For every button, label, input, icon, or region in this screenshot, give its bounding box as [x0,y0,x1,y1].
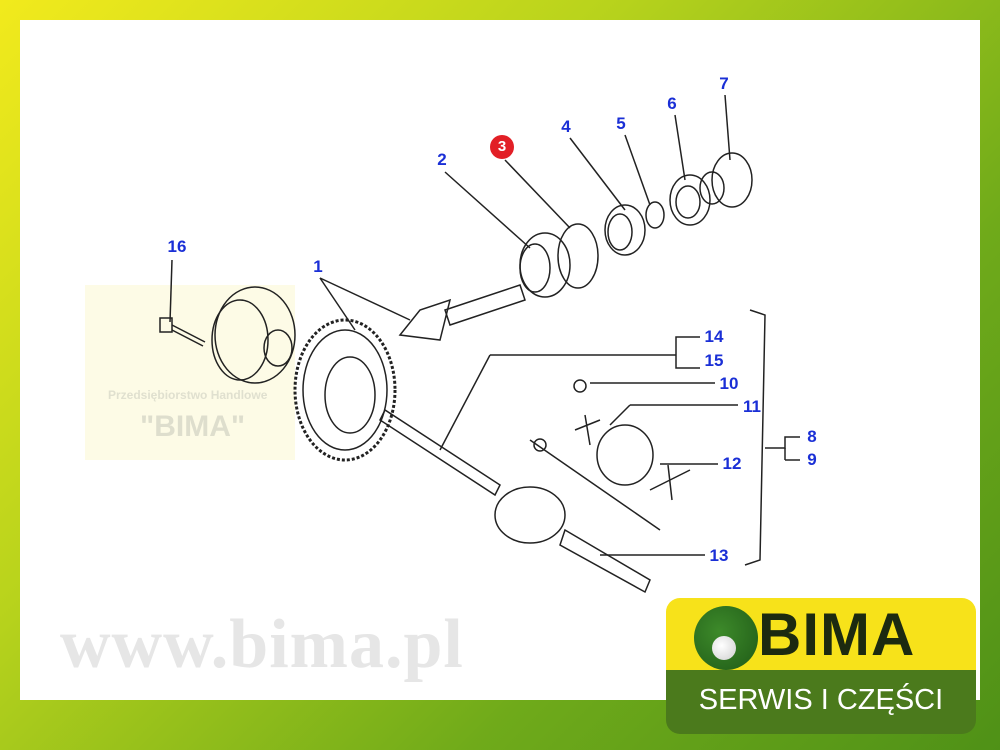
logo-bottom-band [666,670,976,734]
watermark-box [85,285,295,460]
part-label-13[interactable]: 13 [709,546,729,565]
part-label-9[interactable]: 9 [807,450,817,469]
bima-logo: BIMA SERWIS I CZĘŚCI [666,598,976,736]
watermark-url: www.bima.pl [60,606,464,683]
part-label-6[interactable]: 6 [667,94,677,113]
axle-shaft-part-8 [379,408,651,594]
bolt-part-16 [159,317,206,347]
part-label-12[interactable]: 12 [722,454,742,473]
part-label-16[interactable]: 16 [167,237,187,256]
logo-white-ball-icon [712,636,736,660]
pinion-shaft-part-1 [398,284,526,341]
part-label-7[interactable]: 7 [719,74,729,93]
part-label-4[interactable]: 4 [561,117,571,136]
bearing-part-4 [604,204,646,256]
part-label-1[interactable]: 1 [313,257,323,276]
shim-part-3 [557,223,599,289]
part-label-14[interactable]: 14 [704,327,724,346]
cross-part-12 [574,414,691,501]
nut-part-6 [669,174,711,226]
circlip-part-10 [533,379,587,452]
logo-name: BIMA [758,601,916,668]
bearing-part-2 [519,232,571,298]
part-label-5[interactable]: 5 [616,114,626,133]
watermark-company-line: Przedsiębiorstwo Handlowe [108,388,268,402]
part-label-3-highlighted[interactable]: 3 [490,135,514,159]
differential-housing [211,286,296,384]
ring-part-5 [645,201,665,229]
part-label-11[interactable]: 11 [743,397,761,416]
ring-gear-part-1 [293,318,397,462]
cap-part-7 [699,152,753,208]
part-label-15[interactable]: 15 [704,351,724,370]
part-label-10[interactable]: 10 [719,374,739,393]
leader-lines [169,94,800,566]
part-label-8[interactable]: 8 [807,427,817,446]
watermark-company-name: "BIMA" [140,410,246,443]
part-label-2[interactable]: 2 [437,150,447,169]
u-joint-part-11 [596,424,654,486]
logo-tagline: SERWIS I CZĘŚCI [698,684,944,716]
